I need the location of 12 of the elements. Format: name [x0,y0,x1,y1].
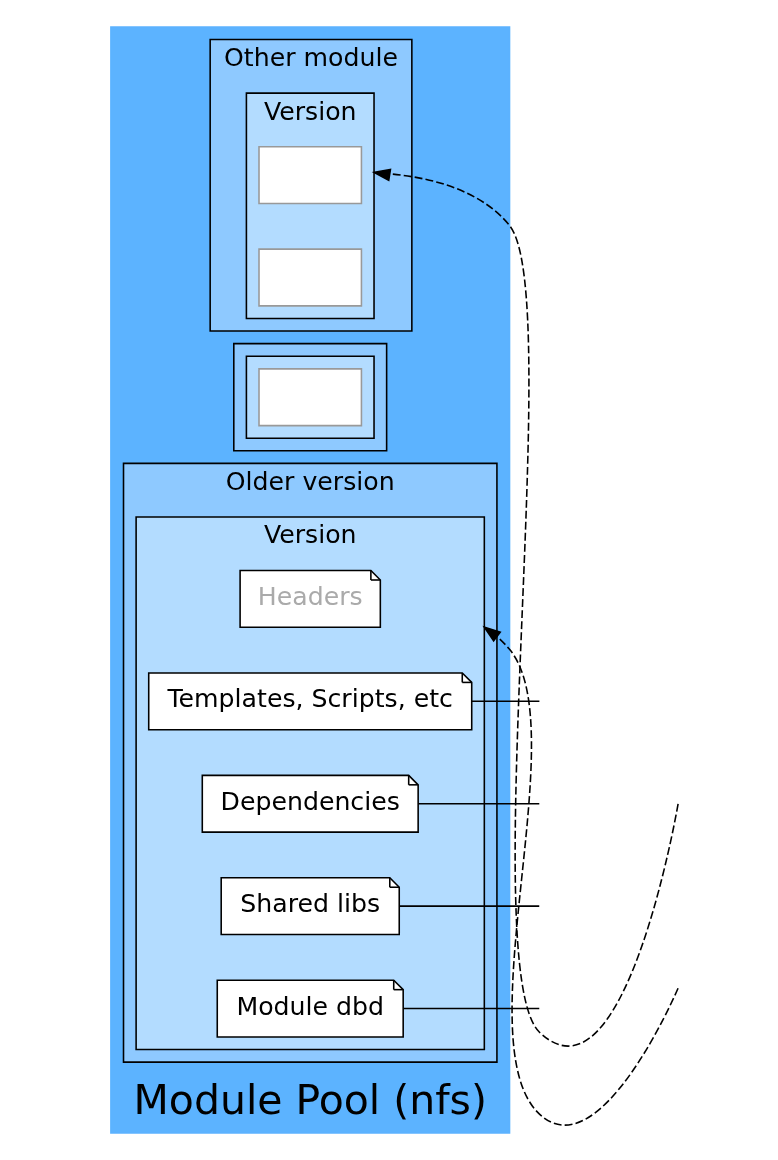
connector [399,905,541,907]
connector [417,802,541,805]
node-box [258,145,363,205]
arrow [371,168,679,1046]
connector [402,1007,541,1010]
cluster [233,342,388,452]
node-box [258,368,363,427]
cluster [245,355,375,439]
arrow [482,625,679,1126]
cluster: Version [245,92,375,320]
connector [471,700,541,703]
node-box [258,248,363,307]
